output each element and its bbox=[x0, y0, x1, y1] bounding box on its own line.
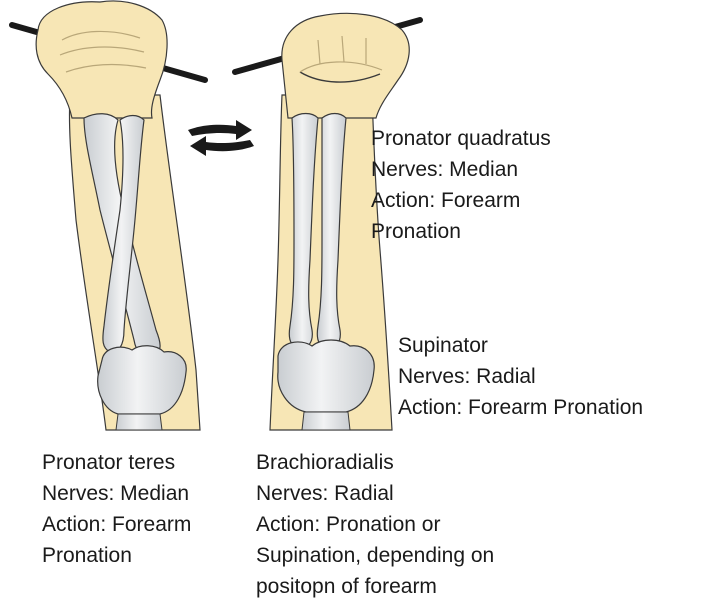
supinator-action: Action: Forearm Pronation bbox=[398, 396, 644, 419]
brachioradialis-label: Brachioradialis Nerves: Radial Action: P… bbox=[256, 447, 494, 602]
pronator-teres-action-2: Pronation bbox=[42, 544, 132, 567]
pronator-quadratus-nerve: Nerves: Median bbox=[371, 158, 519, 181]
pronator-quadratus-action-1: Action: Forearm bbox=[371, 189, 521, 212]
pronator-quadratus-action-2: Pronation bbox=[371, 220, 461, 243]
left-ulna-bone bbox=[102, 114, 145, 353]
pronator-quadratus-label: Pronator quadratus Nerves: Median Action… bbox=[371, 123, 551, 247]
brachioradialis-action-1: Action: Pronation or bbox=[256, 513, 441, 536]
right-fist bbox=[281, 12, 410, 119]
supinator-nerve: Nerves: Radial bbox=[398, 365, 536, 388]
brachioradialis-nerve: Nerves: Radial bbox=[256, 482, 394, 505]
double-rotation-arrows-icon bbox=[188, 120, 254, 156]
pronator-teres-name: Pronator teres bbox=[42, 451, 176, 474]
pronator-teres-nerve: Nerves: Median bbox=[42, 482, 190, 505]
right-elbow-bone bbox=[277, 339, 375, 413]
pronator-quadratus-name: Pronator quadratus bbox=[371, 127, 551, 150]
left-elbow-bone bbox=[97, 345, 187, 415]
pronator-teres-action-1: Action: Forearm bbox=[42, 513, 192, 536]
brachioradialis-name: Brachioradialis bbox=[256, 451, 394, 474]
left-arm bbox=[9, 0, 208, 431]
right-arm bbox=[232, 12, 423, 431]
pronator-teres-label: Pronator teres Nerves: Median Action: Fo… bbox=[42, 447, 191, 571]
left-fist bbox=[35, 0, 168, 119]
left-humerus-shaft bbox=[115, 413, 163, 431]
right-humerus-shaft bbox=[301, 411, 351, 431]
brachioradialis-action-2: Supination, depending on bbox=[256, 544, 495, 567]
supinator-name: Supinator bbox=[398, 334, 488, 357]
brachioradialis-action-3: positopn of forearm bbox=[256, 575, 437, 598]
supinator-label: Supinator Nerves: Radial Action: Forearm… bbox=[398, 330, 643, 423]
